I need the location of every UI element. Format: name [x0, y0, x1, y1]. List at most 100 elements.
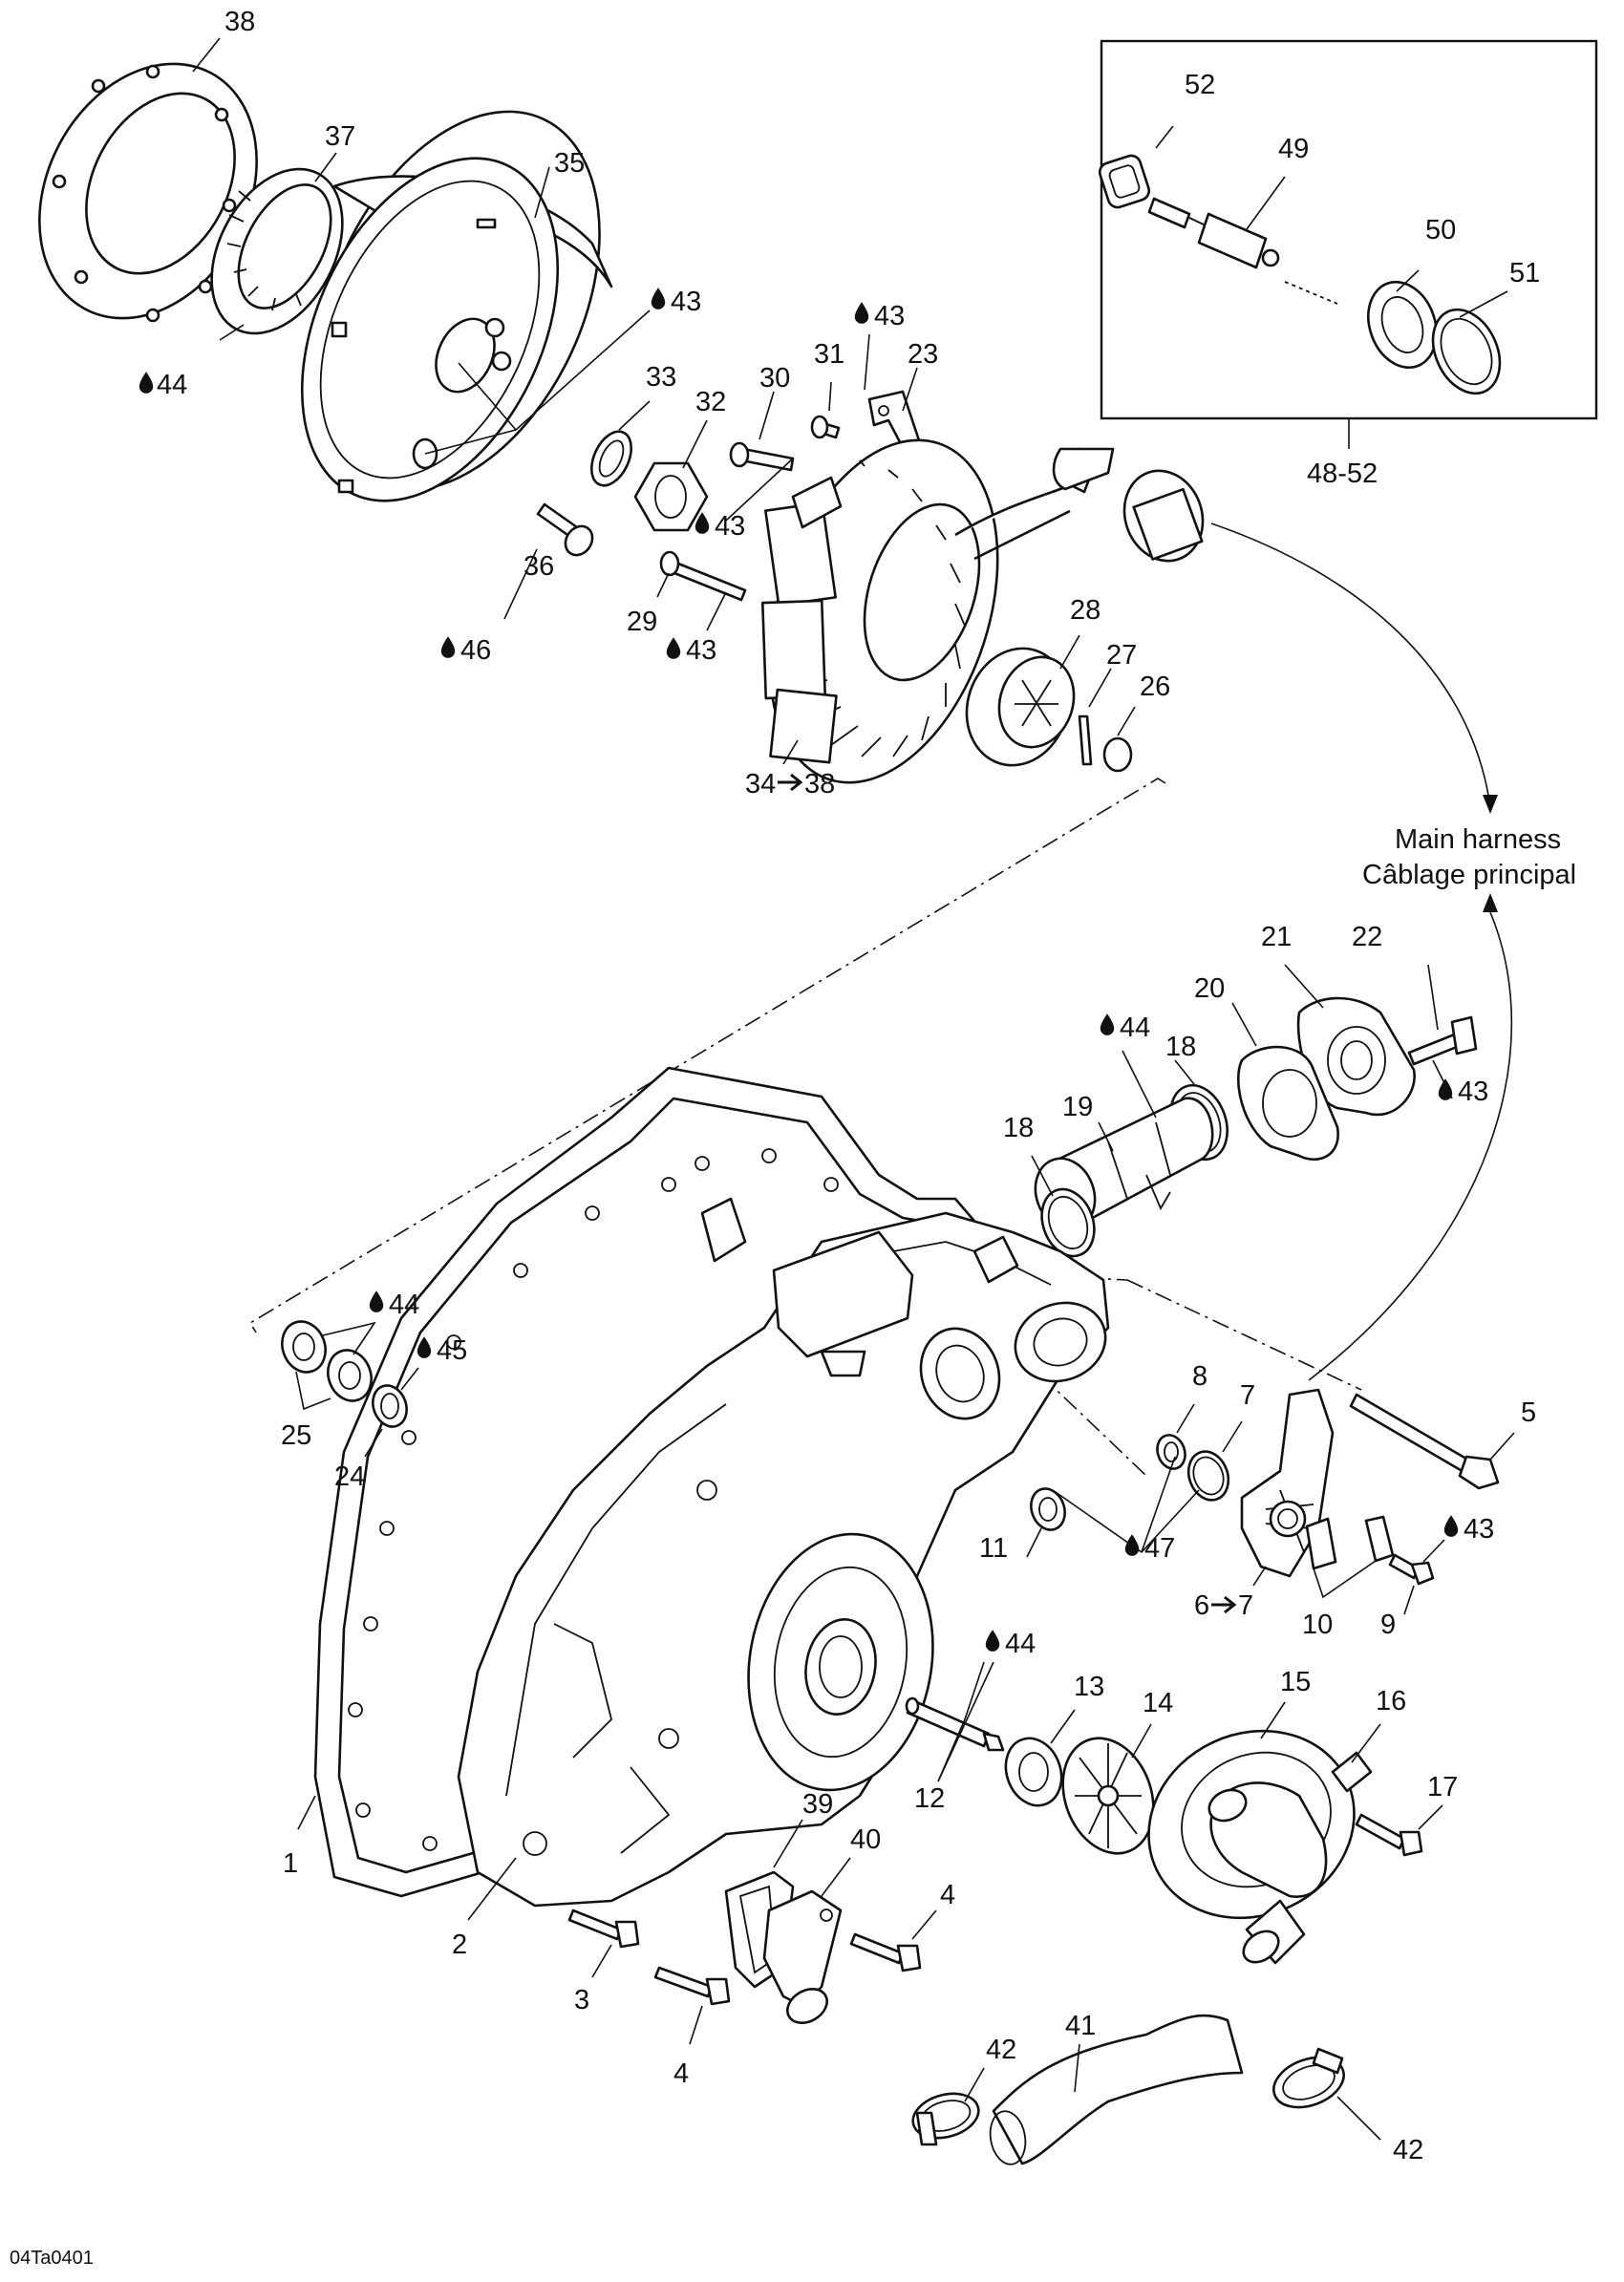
part-49-connector — [1147, 197, 1280, 269]
svg-text:46: 46 — [460, 635, 491, 666]
callout-25: 25 — [281, 1420, 311, 1451]
callout-10: 10 — [1302, 1610, 1333, 1640]
part-17-bolt — [1355, 1813, 1423, 1857]
callout-20: 20 — [1194, 973, 1225, 1004]
part-5-bolt — [1349, 1393, 1500, 1490]
part-13-seal — [1004, 1737, 1063, 1807]
part-34-stator — [760, 438, 1100, 784]
part-31-screw — [810, 415, 841, 439]
callout-4b: 4 — [940, 1880, 955, 1910]
callout-4a: 4 — [673, 2058, 689, 2089]
figure-code: 04Ta0401 — [10, 2248, 94, 2269]
harness-label-fr: Câblage principal — [1362, 860, 1576, 890]
part-42-clamp-b — [1272, 2047, 1345, 2109]
inset-frame — [1100, 39, 1598, 420]
part-30-bolt — [729, 441, 795, 472]
part-12-shaft — [905, 1696, 1005, 1752]
callout-27: 27 — [1106, 640, 1137, 671]
callout-49: 49 — [1278, 134, 1309, 164]
svg-text:44: 44 — [157, 370, 187, 400]
part-18-ring-b — [1040, 1187, 1096, 1258]
lube-43-bracket: 43 — [854, 301, 905, 331]
harness-connector — [1052, 447, 1205, 563]
callout-52: 52 — [1185, 70, 1215, 100]
callout-18a: 18 — [1165, 1032, 1196, 1062]
callout-29: 29 — [627, 607, 657, 637]
lube-45-seal: 45 — [417, 1335, 467, 1366]
callout-3: 3 — [574, 1985, 589, 2015]
callout-33: 33 — [646, 362, 676, 393]
part-7-oring — [1186, 1450, 1230, 1502]
callout-8: 8 — [1192, 1361, 1207, 1392]
part-11-seal — [1030, 1487, 1066, 1531]
callout-22: 22 — [1352, 922, 1382, 952]
part-41-hose — [989, 2014, 1244, 2165]
lube-43-screw9: 43 — [1443, 1514, 1494, 1545]
callout-14: 14 — [1143, 1688, 1173, 1718]
part-22-bolt — [1407, 1015, 1478, 1066]
part-14-impeller — [1061, 1737, 1155, 1855]
callout-6: 6 — [1194, 1590, 1209, 1621]
callout-7: 7 — [1240, 1380, 1255, 1411]
part-24-seal — [372, 1384, 408, 1428]
svg-text:44: 44 — [389, 1290, 419, 1320]
callout-24: 24 — [334, 1461, 365, 1492]
callout-5: 5 — [1521, 1397, 1536, 1428]
part-15-pump-housing — [1147, 1729, 1356, 1965]
svg-text:47: 47 — [1144, 1533, 1175, 1564]
svg-text:43: 43 — [671, 287, 701, 317]
callout-21: 21 — [1261, 922, 1292, 952]
connector-kit-inset: 52 49 50 51 48-52 — [1098, 39, 1598, 489]
callout-26: 26 — [1140, 672, 1170, 702]
part-2-cover-housing — [457, 1211, 1110, 1908]
part-36-bolt — [536, 502, 594, 557]
callout-2: 2 — [452, 1930, 467, 1960]
part-25-bearings — [281, 1320, 373, 1402]
part-16-cover — [1331, 1751, 1373, 1793]
part-3-bolt — [567, 1909, 640, 1949]
lube-43-bolt30: 43 — [694, 511, 745, 542]
arrow-target-38: 38 — [804, 769, 835, 800]
part-32-nut — [633, 461, 709, 532]
part-10-clips — [1305, 1515, 1395, 1570]
callout-40: 40 — [850, 1824, 881, 1855]
part-20-gasket — [1236, 1045, 1339, 1162]
part-9-screw — [1388, 1553, 1435, 1586]
callout-19: 19 — [1062, 1092, 1093, 1122]
callout-31: 31 — [814, 339, 844, 370]
callout-36: 36 — [524, 551, 554, 582]
part-26-cap — [1102, 736, 1133, 773]
svg-text:43: 43 — [1464, 1514, 1494, 1545]
part-33-washer — [590, 430, 632, 487]
lube-44-shaft: 44 — [985, 1629, 1036, 1659]
callout-11: 11 — [979, 1533, 1008, 1564]
lube-44-bearings: 44 — [369, 1290, 419, 1320]
callout-12: 12 — [914, 1783, 945, 1814]
callout-1: 1 — [283, 1848, 298, 1879]
callout-38: 38 — [224, 7, 255, 37]
svg-text:43: 43 — [715, 511, 745, 542]
part-29-bolt — [659, 550, 747, 602]
callout-23: 23 — [908, 339, 938, 370]
part-4-bolt-b — [849, 1932, 922, 1973]
callout-17: 17 — [1427, 1772, 1458, 1802]
callout-18b: 18 — [1003, 1113, 1034, 1143]
callout-13: 13 — [1074, 1672, 1104, 1702]
lube-46-bolt: 46 — [440, 635, 491, 666]
part-40-outlet — [762, 1889, 843, 2024]
part-4-bolt-a — [653, 1966, 731, 2006]
part-28-coupler — [965, 647, 1076, 767]
part-27-pin — [1078, 714, 1093, 766]
part-50-terminal-housing — [1284, 280, 1438, 370]
part-8-seal — [1156, 1434, 1186, 1470]
harness-label-en: Main harness — [1395, 824, 1561, 855]
part-52-seal — [1098, 154, 1151, 209]
part-37-sprag-clutch — [210, 167, 344, 335]
arrow-target-7: 7 — [1238, 1590, 1253, 1621]
svg-text:43: 43 — [874, 301, 905, 331]
lube-43-bolt22: 43 — [1438, 1077, 1488, 1107]
lube-43-bolt29: 43 — [666, 635, 716, 666]
callout-35: 35 — [554, 148, 585, 179]
callout-51: 51 — [1509, 258, 1540, 288]
